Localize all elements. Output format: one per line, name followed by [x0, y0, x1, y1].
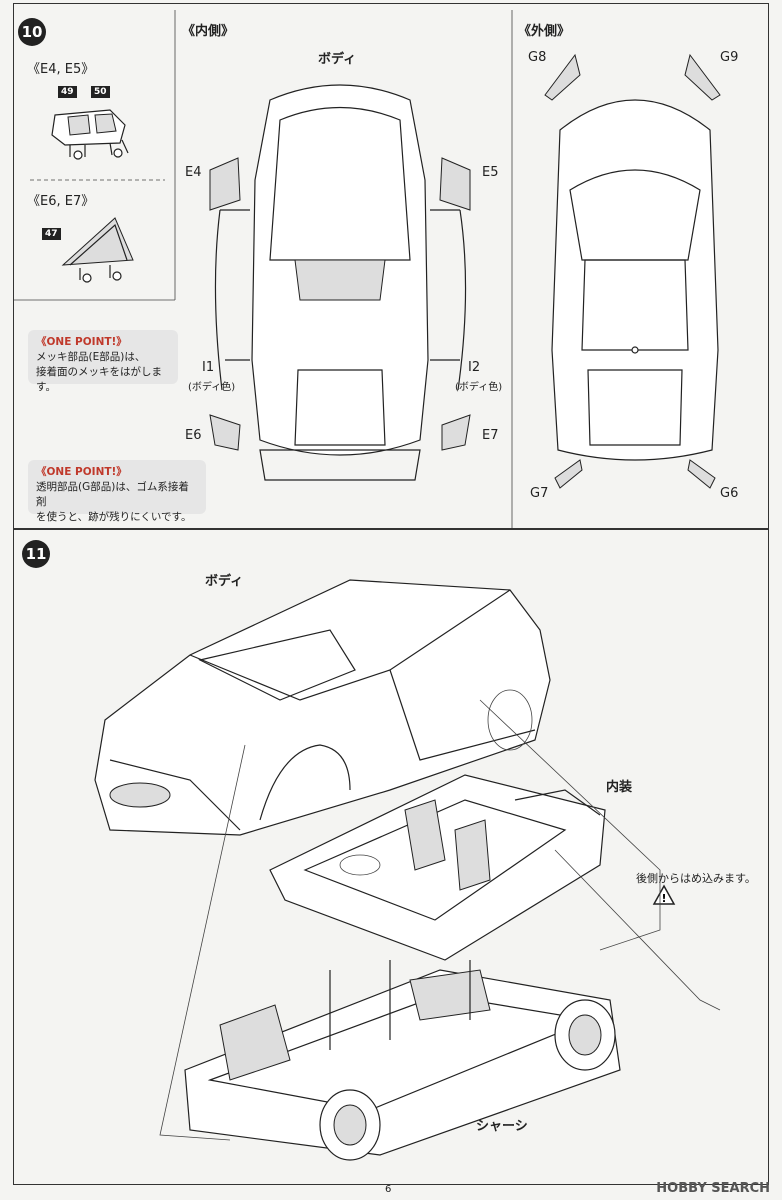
- label-i1: I1: [202, 360, 215, 375]
- step11-chassis-label: シャーシ: [476, 1119, 528, 1134]
- note2-line1: 透明部品(G部品)は、ゴム系接着剤: [36, 481, 189, 508]
- part-50-tag: 50: [91, 86, 110, 98]
- page-number: 6: [385, 1184, 392, 1195]
- sub-e67-label: 《E6, E7》: [27, 194, 95, 209]
- svg-text:!: !: [661, 892, 666, 905]
- step11-panel: [13, 529, 769, 1185]
- e45-part-drawing: [51, 109, 129, 160]
- part-49-tag: 49: [58, 86, 77, 98]
- note2-line2: を使うと、跡が残りにくいです。: [36, 511, 192, 523]
- watermark-logo: HOBBY SEARCH: [656, 1181, 770, 1196]
- step11-badge: 11: [22, 540, 50, 568]
- step11-rear-note: 後側からはめ込みます。: [636, 872, 756, 885]
- label-g6: G6: [720, 486, 739, 501]
- step11-body-label: ボディ: [205, 574, 244, 589]
- one-point-note-1: 《ONE POINT!》 メッキ部品(E部品)は、 接着面のメッキをはがします。: [28, 330, 178, 393]
- outer-body-drawing: [544, 53, 721, 489]
- step11-interior-label: 内装: [606, 780, 633, 795]
- step11-interior-drawing: [269, 774, 606, 961]
- inner-body-label: ボディ: [318, 52, 357, 67]
- note1-line2: 接着面のメッキをはがします。: [36, 366, 162, 393]
- sub-e45-label: 《E4, E5》: [27, 62, 95, 77]
- label-e4: E4: [185, 165, 202, 180]
- label-e7: E7: [482, 428, 499, 443]
- label-e5: E5: [482, 165, 499, 180]
- caution-icon: !: [652, 884, 676, 905]
- step10-left-divider: [14, 10, 513, 528]
- note1-line1: メッキ部品(E部品)は、: [36, 351, 146, 363]
- label-g8: G8: [528, 50, 547, 65]
- label-g7: G7: [530, 486, 549, 501]
- step11-body-drawing: [94, 579, 551, 836]
- label-i2: I2: [468, 360, 481, 375]
- note1-title: 《ONE POINT!》: [36, 336, 127, 348]
- inner-body-drawing: [209, 84, 471, 481]
- label-i2-color: (ボディ色): [455, 382, 503, 393]
- step10-panel: [13, 3, 769, 529]
- note2-title: 《ONE POINT!》: [36, 466, 127, 478]
- label-e6: E6: [185, 428, 202, 443]
- outer-heading: 《外側》: [518, 24, 571, 39]
- one-point-note-2: 《ONE POINT!》 透明部品(G部品)は、ゴム系接着剤 を使うと、跡が残り…: [28, 460, 206, 523]
- inner-heading: 《内側》: [182, 24, 235, 39]
- step11-chassis-drawing: [184, 960, 621, 1161]
- label-i1-color: (ボディ色): [188, 382, 236, 393]
- label-g9: G9: [720, 50, 739, 65]
- part-47-tag: 47: [42, 228, 61, 240]
- e67-part-drawing: [61, 217, 134, 283]
- step10-badge: 10: [18, 18, 46, 46]
